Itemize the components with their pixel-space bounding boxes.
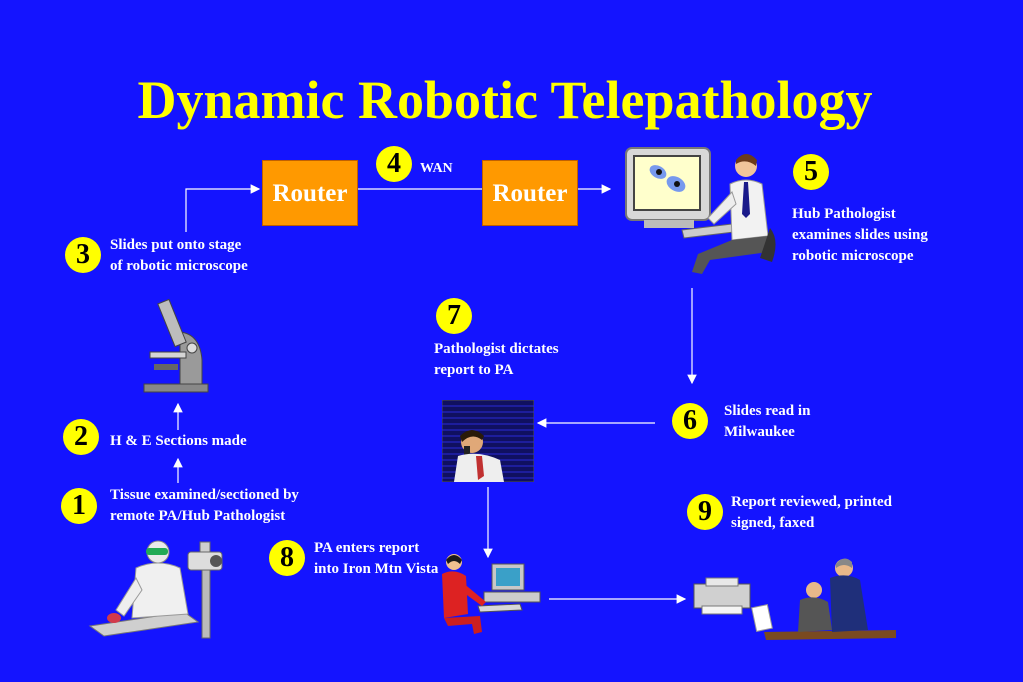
step-3-line-2: of robotic microscope (110, 258, 248, 274)
step-5-line-3: robotic microscope (792, 248, 914, 264)
step-1-line-2: remote PA/Hub Pathologist (110, 508, 286, 524)
microscope-icon (143, 298, 209, 393)
slide-title: Dynamic Robotic Telepathology (137, 70, 873, 130)
step-7-line-2: report to PA (434, 362, 514, 378)
router-left: Router (262, 160, 358, 226)
pa-computer-icon (442, 554, 541, 634)
step-6-badge: 6 (672, 403, 708, 439)
step-3-badge: 3 (65, 237, 101, 273)
step-9-label: Report reviewed, printed signed, faxed (731, 492, 892, 534)
router-right: Router (482, 160, 578, 226)
step-6-line-2: Milwaukee (724, 424, 795, 440)
step-1-line-1: Tissue examined/sectioned by (110, 487, 299, 503)
dictation-icon (442, 400, 534, 482)
step-5-badge: 5 (793, 154, 829, 190)
step-2-label: H & E Sections made (110, 431, 247, 452)
step-1-badge: 1 (61, 488, 97, 524)
step-7-label: Pathologist dictates report to PA (434, 339, 559, 381)
wan-label: WAN (420, 161, 453, 176)
step-8-badge: 8 (269, 540, 305, 576)
step-9-line-1: Report reviewed, printed (731, 494, 892, 510)
step-9-badge: 9 (687, 494, 723, 530)
step-5-line-2: examines slides using (792, 227, 928, 243)
step-8-label: PA enters report into Iron Mtn Vista (314, 538, 438, 580)
arrow-slides-to-router (185, 184, 261, 232)
step-5-label: Hub Pathologist examines slides using ro… (792, 204, 928, 267)
step-3-label: Slides put onto stage of robotic microsc… (110, 235, 248, 277)
step-8-line-1: PA enters report (314, 540, 420, 556)
step-2-badge: 2 (63, 419, 99, 455)
step-5-line-1: Hub Pathologist (792, 206, 896, 222)
step-8-line-2: into Iron Mtn Vista (314, 561, 439, 577)
step-6-label: Slides read in Milwaukee (724, 401, 810, 443)
pathologist-workstation-icon (625, 147, 776, 274)
tissue-exam-icon (88, 540, 223, 639)
step-6-line-1: Slides read in (724, 403, 811, 419)
step-3-line-1: Slides put onto stage (110, 237, 242, 253)
printer-reviewers-icon (693, 558, 896, 640)
step-9-line-2: signed, faxed (731, 515, 815, 531)
step-4-badge: 4 (376, 146, 412, 182)
step-7-badge: 7 (436, 298, 472, 334)
step-1-label: Tissue examined/sectioned by remote PA/H… (110, 485, 299, 527)
step-7-line-1: Pathologist dictates (434, 341, 559, 357)
step-2-line-1: H & E Sections made (110, 433, 247, 449)
